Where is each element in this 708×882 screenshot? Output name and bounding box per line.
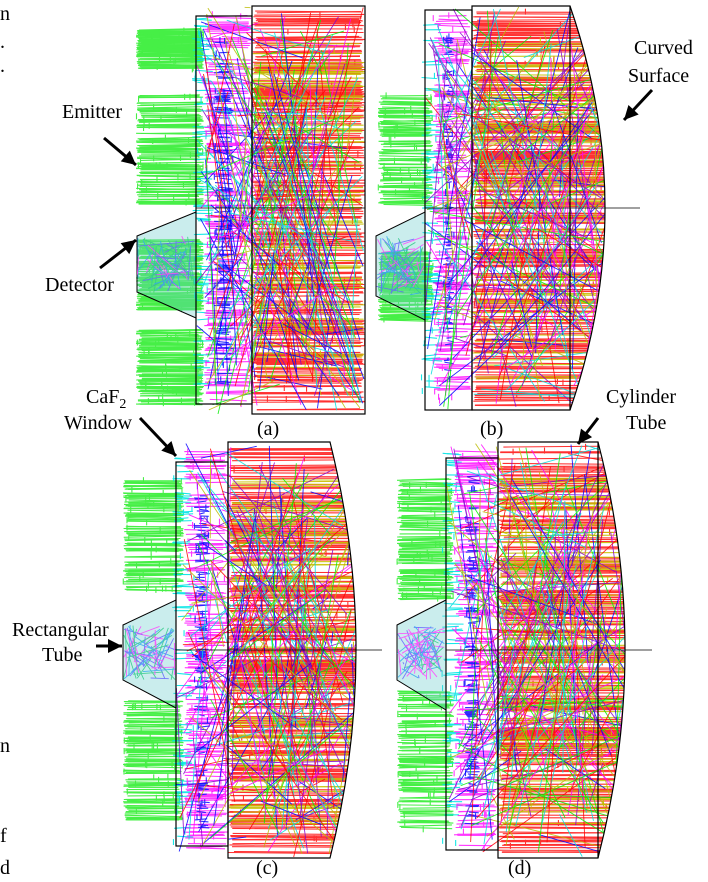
label-caf2: CaF2 xyxy=(86,386,126,412)
arrow-head xyxy=(161,441,176,456)
edge-fragment: n xyxy=(0,735,10,757)
label-arrow xyxy=(103,136,137,167)
label-detector: Detector xyxy=(45,274,114,296)
label-cylinder: Cylinder xyxy=(606,386,676,408)
tube-rays xyxy=(425,6,605,410)
detector-rays xyxy=(396,625,446,680)
label-arrow xyxy=(576,417,600,445)
edge-fragment: d xyxy=(0,857,10,879)
diagonal-rays xyxy=(196,6,365,414)
tube-outline xyxy=(471,5,606,411)
caption-b: (b) xyxy=(480,418,503,440)
emitter-rays xyxy=(397,690,454,833)
caf2-subscript: 2 xyxy=(119,397,126,412)
tube-rays xyxy=(196,6,365,414)
edge-fragment: n xyxy=(0,3,10,25)
caf2-rays xyxy=(441,452,465,846)
emitter-rays xyxy=(123,700,184,821)
edge-fragment: . xyxy=(0,31,5,53)
arrow-head xyxy=(624,104,639,120)
label-window: Window xyxy=(64,412,133,434)
label-emitter: Emitter xyxy=(62,101,122,123)
left-edge-text-fragments: n . . n f d xyxy=(0,3,10,879)
caption-c: (c) xyxy=(256,857,278,879)
red-rays xyxy=(471,8,605,407)
label-curved: Curved xyxy=(634,37,693,59)
tube-outline xyxy=(227,441,357,859)
detector-rays xyxy=(123,625,176,680)
caption-d: (d) xyxy=(508,857,531,879)
label-arrow xyxy=(99,238,137,270)
label-tube: Tube xyxy=(626,412,667,434)
emitter-rays xyxy=(135,329,204,407)
emitter-rays xyxy=(135,93,204,206)
label-arrow xyxy=(138,416,178,458)
diagonal-rays xyxy=(176,443,356,858)
detector-rays xyxy=(136,235,196,292)
detector-rays xyxy=(376,235,425,296)
label-rect-tube: Tube xyxy=(42,644,83,666)
panel-d xyxy=(396,441,652,859)
caf2-base: CaF xyxy=(86,386,119,408)
arrow-head xyxy=(578,428,593,444)
panel-c xyxy=(122,441,382,859)
panel-b xyxy=(375,5,640,411)
edge-fragment: f xyxy=(0,825,7,847)
emitter-rays xyxy=(396,478,454,602)
label-arrow xyxy=(96,639,122,653)
arrow-head xyxy=(108,639,122,653)
component-labels: Emitter Detector Curved Surface CaF2 Win… xyxy=(12,37,693,666)
panel-a xyxy=(135,5,366,415)
arrow-head xyxy=(120,240,136,255)
tube-outline xyxy=(251,5,366,415)
arrow-head xyxy=(120,150,136,165)
label-arrow xyxy=(622,88,654,122)
panel-captions: (a) (b) (c) (d) xyxy=(256,418,531,879)
emitter-rays xyxy=(377,92,433,206)
label-arrows xyxy=(96,88,654,653)
tube-outline xyxy=(497,441,626,859)
tube-rays xyxy=(446,443,625,857)
label-surface: Surface xyxy=(628,65,689,87)
caption-a: (a) xyxy=(257,418,279,440)
edge-fragment: . xyxy=(0,55,5,77)
label-rectangular: Rectangular xyxy=(12,619,109,641)
emitter-rays xyxy=(136,27,205,73)
